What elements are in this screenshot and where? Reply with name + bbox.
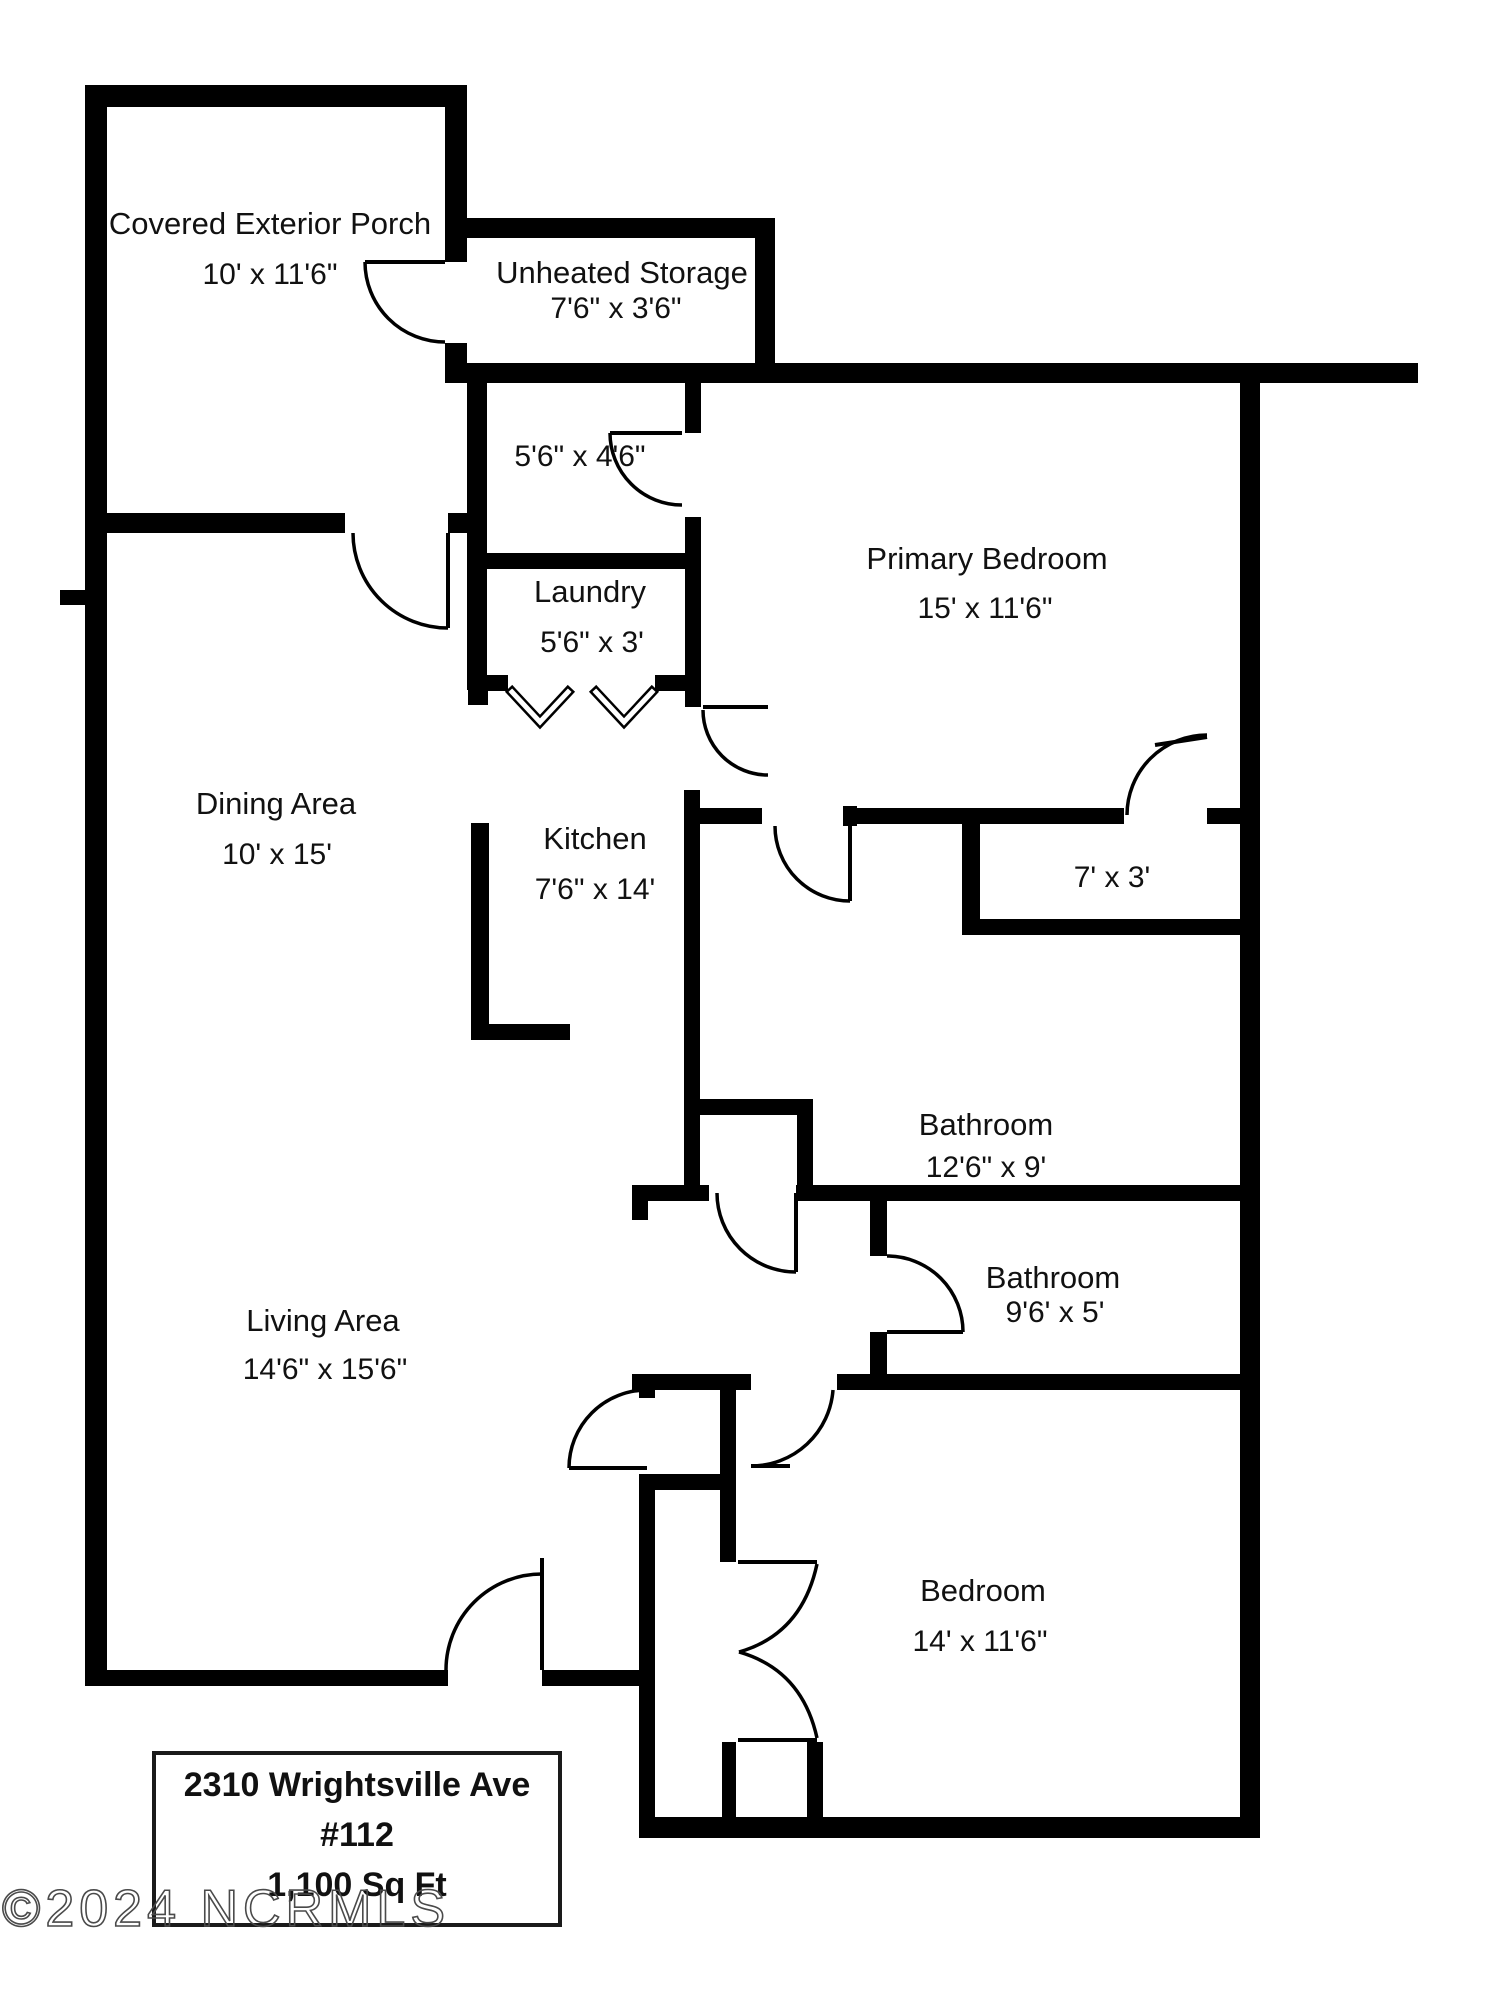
wall-bedroom-closet-left — [722, 1742, 736, 1817]
address-line1: 2310 Wrightsville Ave — [184, 1766, 530, 1804]
wall-living-bottom-left — [107, 1670, 448, 1686]
wall-hall-right-upper — [685, 383, 701, 433]
wall-top-main — [445, 363, 1418, 383]
address-box: 2310 Wrightsville Ave #112 1,100 Sq Ft — [152, 1751, 562, 1927]
doors — [351, 260, 1208, 1742]
wall-bath1-bottom-right — [796, 1185, 1240, 1201]
wall-closet-top-right — [1207, 808, 1240, 824]
wall-bedroom-closet-right — [807, 1742, 823, 1817]
wall-vestibule-bottom — [639, 1474, 736, 1490]
wall-bath1-bottom-cap — [632, 1185, 648, 1220]
wall-laundry-bottom-right — [655, 675, 685, 691]
address-box-border — [152, 1751, 562, 1927]
wall-dining-top — [107, 513, 345, 533]
wall-kitchen-bottom — [471, 1024, 570, 1040]
wall-porch-right-upper — [445, 85, 467, 262]
door-porch-storage — [363, 260, 446, 344]
room-dims-hall: 5'6" x 4'6" — [514, 440, 645, 473]
exterior-walls — [60, 85, 1418, 1838]
wall-corridor-left-stub — [639, 1374, 655, 1398]
wall-bedroom-left-upper — [720, 1385, 736, 1562]
wall-closet-left — [962, 824, 980, 935]
room-dims-laundry: 5'6" x 3' — [540, 626, 644, 659]
wall-toilet-top — [684, 1099, 813, 1115]
wall-corridor-top — [700, 808, 762, 824]
room-label-storage: Unheated Storage — [496, 255, 748, 290]
wall-laundry-top — [467, 553, 701, 569]
wall-closet-top — [843, 808, 1124, 824]
wall-left — [85, 85, 107, 1686]
wall-laundry-right — [685, 517, 701, 707]
room-dims-closet: 7' x 3' — [1074, 861, 1151, 894]
room-dims-dining: 10' x 15' — [222, 838, 332, 871]
room-dims-bathroom2: 9'6' x 5' — [1006, 1296, 1105, 1329]
wall-storage-top — [467, 218, 775, 238]
wall-bath2-left-upper — [870, 1201, 887, 1256]
room-label-porch: Covered Exterior Porch — [109, 206, 431, 241]
room-dims-storage: 7'6" x 3'6" — [550, 292, 681, 325]
room-dims-porch: 10' x 11'6" — [203, 258, 338, 291]
wall-bottom — [639, 1817, 1260, 1838]
wall-exterior-tick — [60, 590, 85, 605]
room-label-bedroom: Bedroom — [920, 1573, 1046, 1608]
wall-laundry-endcap — [468, 688, 488, 705]
room-label-living: Living Area — [246, 1303, 400, 1338]
room-label-bathroom1: Bathroom — [919, 1107, 1053, 1142]
wall-toilet-right — [797, 1115, 813, 1185]
wall-living-bottom-right — [542, 1670, 655, 1686]
door-hall-primary — [608, 431, 683, 507]
wall-hall-left — [467, 383, 487, 690]
wall-right — [1240, 363, 1260, 1838]
room-label-dining: Dining Area — [196, 786, 357, 821]
room-label-laundry: Laundry — [534, 574, 647, 609]
wall-storage-right — [755, 218, 775, 383]
wall-hall2-top-right — [837, 1374, 1240, 1390]
room-dims-kitchen: 7'6" x 14' — [535, 873, 656, 906]
wall-corridor-left — [639, 1477, 655, 1838]
wall-laundry-bottom-left — [478, 675, 508, 691]
watermark: ©2024 NCRMLS — [2, 1880, 450, 1938]
address-line3: 1,100 Sq Ft — [267, 1866, 447, 1904]
wall-kitchen-left — [471, 823, 489, 1024]
interior-walls — [107, 383, 1240, 1838]
door-kitchen-corridor — [701, 705, 769, 777]
door-bedroom-closet-double — [738, 1560, 819, 1742]
wall-bath2-left-lower — [870, 1332, 887, 1374]
room-label-primary-bedroom: Primary Bedroom — [866, 541, 1107, 576]
room-label-kitchen: Kitchen — [543, 821, 646, 856]
door-hall-bedroom — [750, 1389, 835, 1468]
room-dims-primary-bedroom: 15' x 11'6" — [918, 592, 1053, 625]
door-toilet-room — [715, 1192, 798, 1274]
door-bathroom2 — [886, 1254, 965, 1334]
door-living-hall — [567, 1388, 648, 1470]
door-porch-dining — [351, 532, 450, 630]
room-dims-bathroom1: 12'6" x 9' — [926, 1151, 1047, 1184]
door-corridor-bathroom1 — [773, 825, 852, 903]
room-label-bathroom2: Bathroom — [986, 1260, 1120, 1295]
wall-bath1-bottom-left — [632, 1185, 709, 1201]
wall-dining-top-stub — [448, 513, 467, 533]
room-dims-bedroom: 14' x 11'6" — [913, 1625, 1048, 1658]
wall-kitchen-right — [684, 790, 700, 1201]
wall-closet-bottom — [962, 919, 1240, 935]
address-line2: #112 — [320, 1816, 394, 1854]
wall-porch-top — [85, 85, 467, 107]
room-dims-living: 14'6" x 15'6" — [243, 1353, 408, 1386]
bifold-doors-laundry — [504, 684, 660, 730]
door-front-entry — [444, 1558, 544, 1671]
room-labels: Covered Exterior Porch 10' x 11'6" Unhea… — [109, 206, 1150, 1658]
door-primary-closet — [1125, 733, 1208, 816]
